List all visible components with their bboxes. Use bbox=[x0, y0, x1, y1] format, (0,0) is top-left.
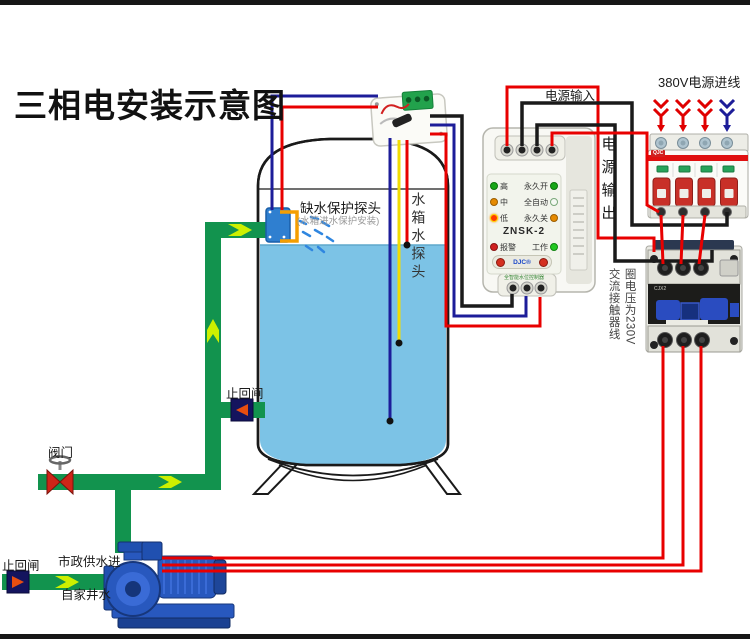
wire-box-to-controller-black bbox=[430, 114, 514, 308]
wire-spray-probe-red bbox=[280, 105, 378, 210]
breaker-label: 380V电源进线 bbox=[658, 75, 741, 90]
breaker-brand-badge: QJC bbox=[651, 150, 666, 157]
breaker-top-terminals bbox=[655, 137, 733, 149]
junction-box bbox=[370, 89, 448, 147]
wire-phase3-red bbox=[697, 214, 707, 265]
wire-neutral-black bbox=[520, 101, 729, 227]
water-pump bbox=[103, 541, 235, 629]
wire-pump-phase2-red bbox=[162, 346, 685, 567]
tank-bottom-rim bbox=[267, 458, 439, 477]
level-probe-label: 水箱水探头 bbox=[410, 192, 427, 282]
controller-row-low: 低 永久关 bbox=[490, 212, 558, 224]
contactor-bottom-terminals bbox=[657, 332, 710, 348]
controller-row-status: 报警 工作 bbox=[490, 241, 558, 253]
spray-probe-fixture bbox=[265, 207, 335, 254]
controller-row-high: 高 永久开 bbox=[490, 180, 558, 192]
gate-valve-icon bbox=[46, 455, 74, 496]
bottom-border-bar bbox=[0, 634, 750, 639]
breaker-indicators bbox=[656, 165, 735, 173]
power-input-label: 电源输入 bbox=[545, 89, 596, 103]
wire-phase1-red bbox=[659, 214, 665, 265]
flow-arrow-right-icon bbox=[228, 224, 252, 236]
led-on-icon bbox=[550, 182, 558, 190]
led-mid-icon bbox=[490, 198, 498, 206]
water-tank bbox=[256, 137, 450, 482]
top-border-bar bbox=[0, 0, 750, 5]
spray-droplets bbox=[298, 215, 335, 254]
controller-bottom-terminals bbox=[506, 281, 548, 295]
circuit-breaker bbox=[647, 133, 749, 219]
controller-panel bbox=[486, 173, 562, 275]
wire-input-live-red bbox=[550, 131, 660, 214]
spray-probe-label: 缺水保护探头 bbox=[300, 201, 381, 216]
led-off-icon bbox=[550, 214, 558, 222]
flow-arrow-up-icon bbox=[207, 319, 219, 343]
wire-spray-probe-navy bbox=[270, 94, 378, 210]
check-valve-upper-label: 止回闸 bbox=[226, 387, 264, 401]
phase-arrow-icon bbox=[696, 98, 714, 132]
controller-brand: DJC® bbox=[513, 258, 531, 266]
neutral-arrow-icon bbox=[718, 98, 736, 132]
contactor-label-col2: 圈电压为230V bbox=[623, 268, 636, 345]
valve-label: 阀门 bbox=[48, 446, 74, 460]
flow-arrow-right-icon bbox=[158, 476, 182, 488]
ac-contactor bbox=[645, 240, 743, 353]
check-valve-lower-icon bbox=[6, 570, 30, 594]
wire-coil-neutral-black bbox=[535, 123, 714, 263]
municipal-inlet-label: 市政供水进 bbox=[58, 555, 121, 569]
controller-model: ZNSK-2 bbox=[502, 226, 546, 237]
check-valve-lower-label: 止回闸 bbox=[2, 559, 40, 573]
wire-phase2-red bbox=[679, 214, 685, 265]
power-output-label: 电源输出 bbox=[599, 136, 617, 228]
led-high-icon bbox=[490, 182, 498, 190]
contactor-marking: CJX2 bbox=[654, 286, 667, 292]
flow-arrows bbox=[55, 224, 252, 588]
wire-box-to-controller-navy bbox=[430, 123, 528, 318]
probe-bracket bbox=[280, 210, 299, 243]
switch-button[interactable] bbox=[538, 257, 548, 267]
level-controller bbox=[482, 127, 596, 297]
phase-arrow-icon bbox=[652, 98, 670, 132]
led-alarm-icon bbox=[490, 243, 498, 251]
check-valve-upper-icon bbox=[230, 398, 254, 422]
controller-row-mid: 中 全自动 bbox=[490, 196, 558, 208]
wire-pump-phase3-red bbox=[162, 346, 703, 573]
controller-footer: 全智能水位控制器 bbox=[503, 275, 544, 281]
contactor-label-col1: 交流接触器线 bbox=[607, 268, 620, 340]
controller-button-bar: DJC® bbox=[492, 255, 552, 269]
set-button[interactable] bbox=[496, 257, 505, 267]
flow-arrow-right-icon bbox=[55, 576, 79, 588]
led-low-icon bbox=[490, 214, 498, 222]
led-work-icon bbox=[550, 243, 558, 251]
wire-box-to-controller-red bbox=[430, 132, 542, 328]
well-water-label: 自家井水 bbox=[61, 588, 112, 602]
wire-coil-live-red bbox=[505, 85, 656, 252]
phase-arrow-icon bbox=[674, 98, 692, 132]
supply-arrows bbox=[652, 98, 736, 132]
pump-terminal-box bbox=[141, 541, 163, 561]
pump-motor bbox=[157, 555, 217, 599]
wiring bbox=[162, 85, 729, 573]
wire-pump-phase1-red bbox=[162, 346, 665, 560]
page-title: 三相电安装示意图 bbox=[14, 87, 286, 124]
spray-probe-note: (水箱进水保护安装) bbox=[297, 216, 380, 227]
led-auto-icon bbox=[550, 198, 558, 206]
